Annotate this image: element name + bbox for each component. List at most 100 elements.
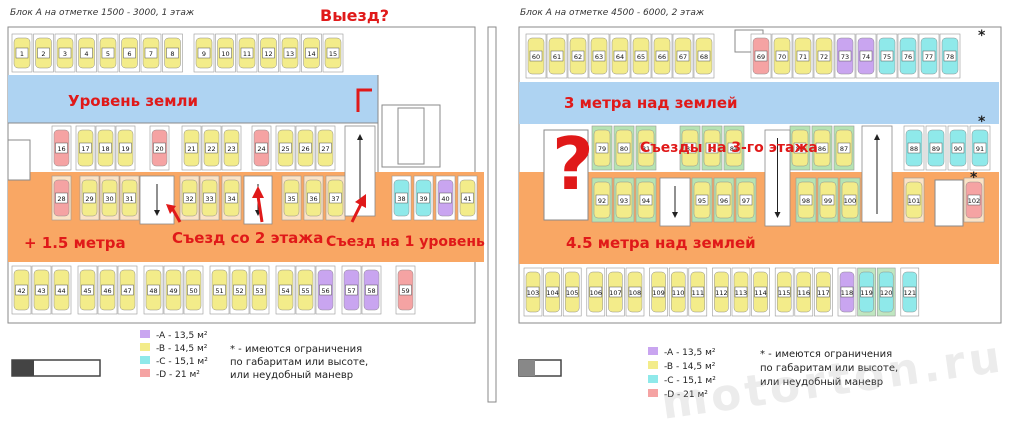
spot-number: 111	[692, 289, 704, 297]
parking-spot: 84	[723, 125, 745, 171]
spot-number: 112	[715, 289, 727, 297]
spot-number: 64	[616, 53, 624, 61]
spot-number-box	[345, 284, 358, 296]
parking-spot: 27	[315, 125, 336, 171]
parking-spot: 50	[183, 265, 204, 315]
left-plan-title: Блок А на отметке 1500 - 3000, 1 этаж	[10, 8, 195, 18]
spot-number: 13	[286, 50, 294, 58]
spot-number: 28	[57, 195, 65, 203]
spot-number: 17	[81, 145, 89, 153]
spot-number-box	[671, 286, 685, 298]
spot-number: 21	[187, 145, 195, 153]
spot-number-box	[79, 142, 92, 154]
spot-number: 29	[85, 195, 93, 203]
parking-spot: 7	[140, 33, 162, 73]
parking-spot: 109	[649, 267, 668, 317]
parking-spot: 38	[391, 175, 412, 221]
spot-number: 5	[106, 50, 110, 58]
parking-spot: 64	[609, 33, 631, 79]
spot-number: 9	[202, 50, 206, 58]
spot-number: 96	[720, 197, 728, 205]
parking-spot: 8	[162, 33, 183, 73]
spot-number-box	[329, 192, 342, 204]
spot-number-box	[595, 142, 609, 154]
spot-number: 54	[281, 287, 289, 295]
spot-number-box	[754, 50, 768, 62]
spot-number: 38	[397, 195, 405, 203]
spot-number-box	[153, 142, 166, 154]
spot-number-box	[15, 284, 28, 296]
parking-spot: 98	[795, 177, 817, 223]
spot-number-box	[319, 284, 332, 296]
four-half-above-label: 4.5 метра над землей	[566, 234, 756, 252]
spot-number-box	[907, 142, 921, 154]
parking-spot: 23	[221, 125, 242, 171]
ramps-3rd-floor-label: Съезды на 3-го этажа	[640, 140, 818, 156]
spot-number: 18	[101, 145, 109, 153]
spot-number: 23	[227, 145, 235, 153]
spot-number-box	[225, 192, 238, 204]
legend-note-left: * - имеются ограничения по габаритам или…	[230, 344, 369, 381]
spot-number-box	[285, 192, 298, 204]
spot-number: 62	[574, 53, 582, 61]
spot-number: 35	[287, 195, 295, 203]
spot-number-box	[279, 284, 292, 296]
legend-swatch	[648, 375, 658, 383]
spot-number-box	[943, 50, 957, 62]
spot-number: 116	[798, 289, 810, 297]
parking-spot: 60	[525, 33, 547, 79]
spot-number-box	[81, 284, 94, 296]
spot-number: 44	[57, 287, 65, 295]
spot-number-box	[734, 286, 748, 298]
parking-spot: 73	[834, 33, 856, 79]
asterisk-mark-3: *	[970, 170, 978, 186]
spot-number: 105	[566, 289, 578, 297]
legend-swatch	[648, 347, 658, 355]
spot-number: 6	[127, 50, 131, 58]
parking-spot: 12	[258, 33, 279, 73]
spot-number: 103	[527, 289, 539, 297]
spot-number: 90	[954, 145, 962, 153]
parking-spot: 107	[606, 267, 625, 317]
spot-number-box	[609, 286, 622, 298]
spot-number: 50	[189, 287, 197, 295]
spot-number-box	[859, 50, 873, 62]
parking-spot: 24	[251, 125, 272, 171]
parking-spot: 81	[635, 125, 657, 171]
parking-spot: 2	[33, 33, 54, 73]
parking-spot: 114	[751, 267, 770, 317]
spot-number-box	[319, 142, 332, 154]
spot-number: 98	[802, 197, 810, 205]
spot-number: 71	[799, 53, 807, 61]
spot-number-box	[683, 142, 697, 154]
spot-number-box	[55, 284, 68, 296]
ramp-down-right-1	[659, 177, 691, 227]
spot-number: 59	[401, 287, 409, 295]
spot-number: 56	[321, 287, 329, 295]
spot-number-box	[754, 286, 767, 298]
descent-from-2-label: Съезд со 2 этажа	[172, 229, 324, 247]
spot-number: 19	[121, 145, 129, 153]
spot-number: 41	[463, 195, 471, 203]
ramp-down-left	[139, 175, 175, 225]
parking-spot: 86	[811, 125, 833, 171]
parking-spot: 28	[51, 175, 72, 221]
parking-spot: 53	[249, 265, 270, 315]
parking-spot: 63	[588, 33, 610, 79]
spot-number: 81	[642, 145, 650, 153]
legend-item-b: -B - 14,5 м²	[648, 360, 716, 374]
parking-spot: 82	[679, 125, 701, 171]
legend-swatch	[648, 389, 658, 397]
legend-item-a: -A - 13,5 м²	[648, 346, 716, 360]
parking-spot: 37	[325, 175, 346, 221]
parking-spot: 101	[903, 177, 925, 223]
spot-number-box	[837, 142, 851, 154]
spot-number: 89	[932, 145, 940, 153]
spot-number-box	[15, 47, 29, 59]
spot-number: 119	[860, 289, 872, 297]
parking-spot: 33	[199, 175, 220, 221]
spot-number: 68	[700, 53, 708, 61]
spot-number-box	[233, 284, 246, 296]
spot-number-box	[197, 47, 211, 59]
spot-number: 104	[546, 289, 558, 297]
